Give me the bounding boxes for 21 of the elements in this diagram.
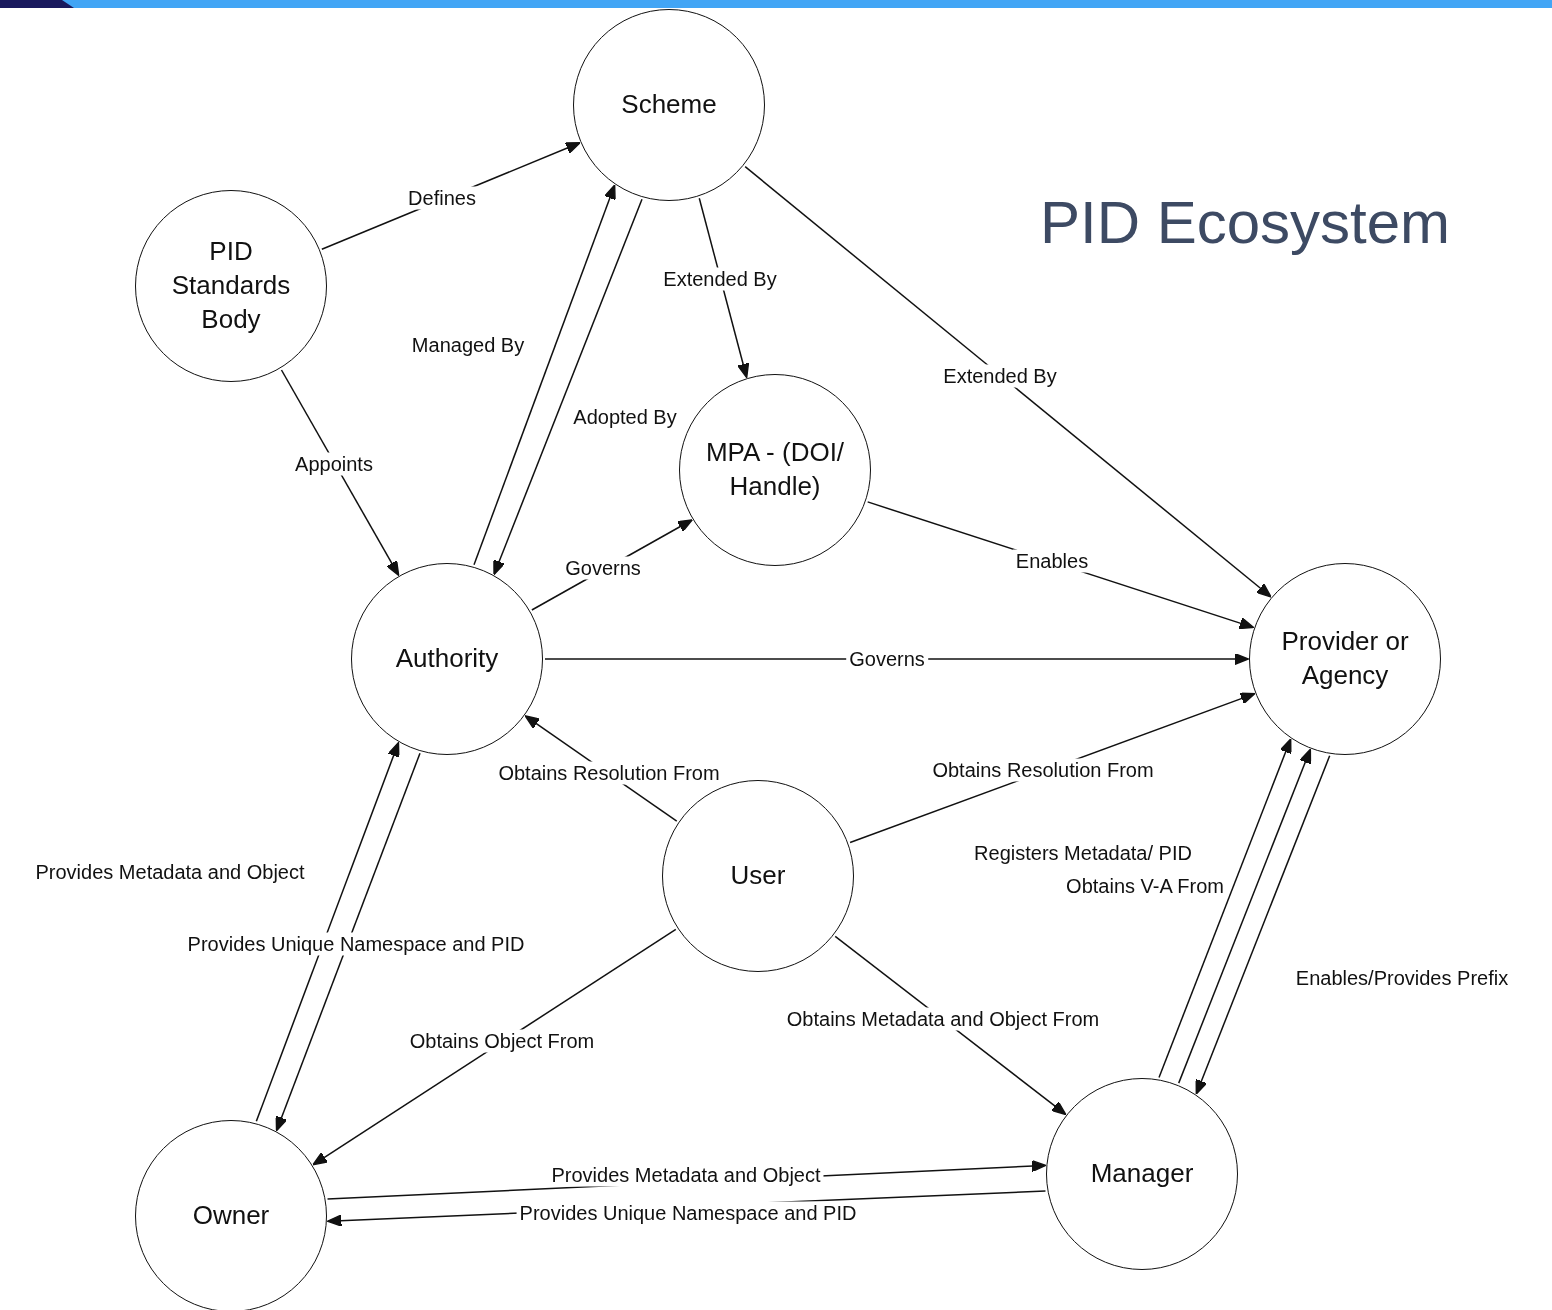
arrow	[544, 652, 1250, 666]
node-label: Manager	[1090, 1157, 1194, 1191]
arrow	[1195, 755, 1331, 1095]
node-label: Authority	[395, 642, 499, 676]
arrow	[255, 741, 400, 1123]
node-label: Provider or Agency	[1280, 625, 1410, 692]
edge-label: Appoints	[292, 452, 376, 476]
arrow	[1177, 748, 1312, 1084]
node-label: PID Standards Body	[170, 235, 292, 336]
arrow	[493, 198, 643, 576]
arrow	[312, 928, 677, 1166]
node-label: Owner	[192, 1199, 270, 1233]
diagram-title: PID Ecosystem	[1040, 188, 1451, 257]
node-label: MPA - (DOI/ Handle)	[704, 436, 846, 503]
arrow	[744, 165, 1272, 598]
node-label: User	[730, 859, 786, 893]
arrow	[280, 369, 400, 576]
arrow	[473, 184, 616, 566]
arrow	[275, 752, 421, 1132]
node-label: Scheme	[621, 88, 717, 122]
arrow	[1158, 738, 1292, 1079]
